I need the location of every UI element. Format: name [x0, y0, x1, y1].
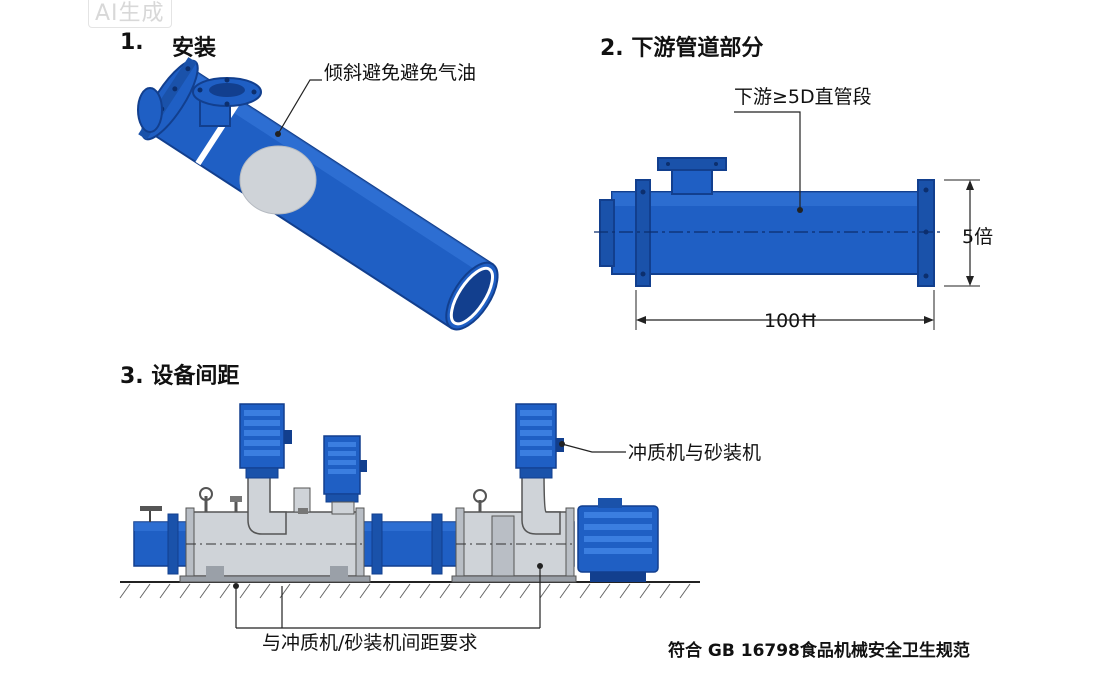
section2-title: 2. 下游管道部分: [600, 36, 764, 61]
tilted-pipe: [137, 57, 499, 331]
watermark: AI生成: [88, 0, 172, 28]
section1-callout: 倾斜避免避免气油: [324, 62, 477, 84]
section2-length-label: 100Ħ: [760, 310, 822, 332]
footer-standard: 符合 GB 16798食品机械安全卫生规范: [668, 641, 970, 661]
section3-spacing-callout: 与冲质机/砂装机间距要求: [262, 632, 478, 654]
straight-pipe: [594, 111, 980, 330]
section1-title: 安装: [172, 36, 217, 61]
section3-pump-callout: 冲质机与砂装机: [628, 442, 762, 464]
section3-title: 3. 设备间距: [120, 364, 240, 389]
section2-callout: 下游≥5D直管段: [734, 86, 872, 108]
equipment-layout: [119, 403, 700, 629]
section1-number: 1.: [120, 30, 144, 55]
